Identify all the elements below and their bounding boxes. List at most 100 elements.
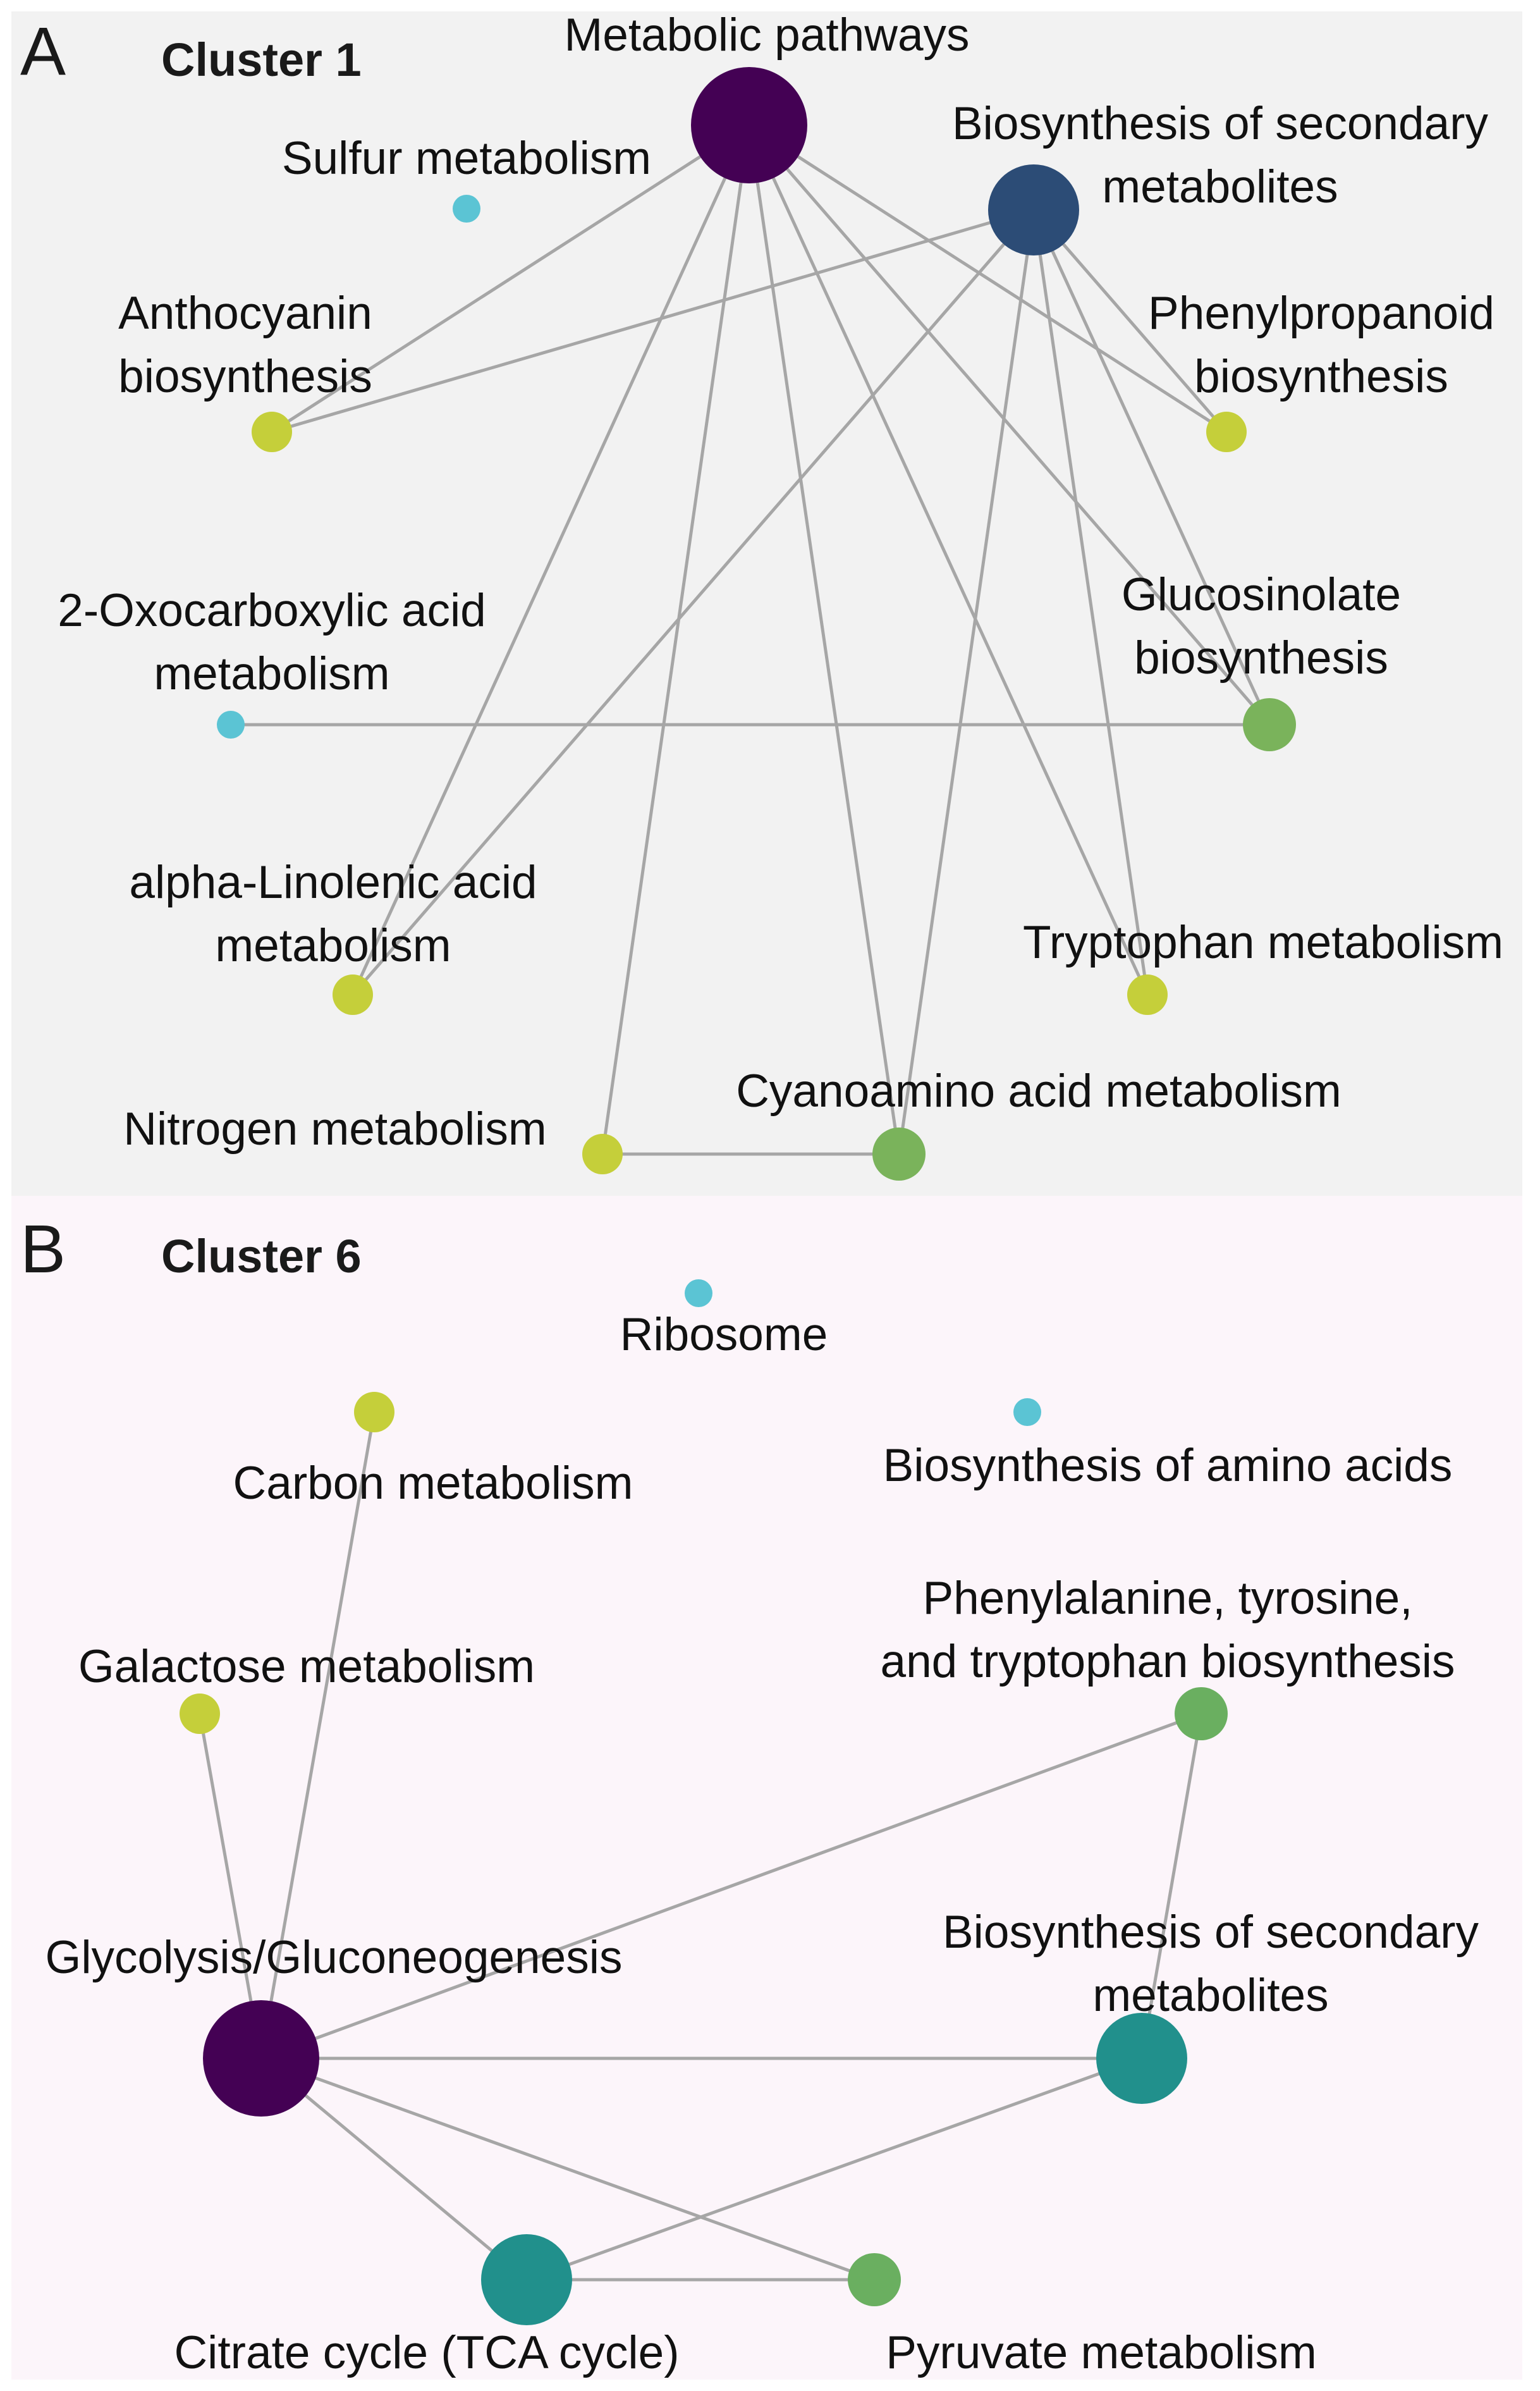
label-aminoacids: Biosynthesis of amino acids <box>883 1440 1453 1491</box>
panel-b-cluster-title: Cluster 6 <box>161 1230 362 1282</box>
label-galactose-line-1: Galactose metabolism <box>78 1641 535 1692</box>
panel-a-letter: A <box>20 13 66 89</box>
edge-glycolysis-galactose <box>198 1713 263 2059</box>
edge-metabolic-phenylprop <box>748 123 1228 434</box>
panel-b-edges <box>198 1411 1203 2282</box>
edge-metabolic-gluco <box>748 124 1271 726</box>
label-phenylprop-line-1: Phenylpropanoid <box>1148 288 1494 339</box>
label-sulfur-line-1: Sulfur metabolism <box>282 133 651 184</box>
label-phetyr-line-2: and tryptophan biosynthesis <box>880 1636 1455 1687</box>
node-tca <box>481 2234 572 2325</box>
label-sulfur: Sulfur metabolism <box>282 133 651 184</box>
label-carbon: Carbon metabolism <box>233 1458 633 1509</box>
label-phenylprop-line-2: biosynthesis <box>1194 351 1448 402</box>
label-metabolic: Metabolic pathways <box>564 9 969 61</box>
label-nitrogen-line-1: Nitrogen metabolism <box>123 1103 546 1155</box>
edge-metabolic-antho <box>271 123 750 434</box>
label-pyruvate: Pyruvate metabolism <box>886 2327 1317 2378</box>
panel-a-nodes <box>217 67 1296 1181</box>
edge-biosec-phenylprop <box>1032 209 1228 433</box>
edge-glycolysis-carbon <box>259 1411 376 2059</box>
node-glycolysis <box>203 2000 319 2117</box>
label-oxo-line-2: metabolism <box>154 648 389 699</box>
edge-biosec-linolenic <box>351 209 1035 996</box>
label-aminoacids-line-1: Biosynthesis of amino acids <box>883 1440 1453 1491</box>
edge-biosec-trypto <box>1032 209 1149 995</box>
label-gluco-line-1: Glucosinolate <box>1121 569 1401 620</box>
label-biosec6-line-2: metabolites <box>1092 1970 1328 2021</box>
node-linolenic <box>333 974 373 1015</box>
edge-metabolic-nitrogen <box>601 125 751 1155</box>
label-ribosome: Ribosome <box>620 1309 828 1360</box>
label-carbon-line-1: Carbon metabolism <box>233 1458 633 1509</box>
edge-glycolysis-phetyr <box>260 1712 1202 2060</box>
node-biosec6 <box>1096 2013 1187 2104</box>
label-antho-line-2: biosynthesis <box>118 351 372 402</box>
node-sulfur <box>453 195 480 223</box>
node-antho <box>252 412 292 452</box>
label-oxo-line-1: 2-Oxocarboxylic acid <box>58 585 486 636</box>
label-cyano-line-1: Cyanoamino acid metabolism <box>736 1066 1341 1117</box>
label-trypto-line-1: Tryptophan metabolism <box>1023 917 1503 968</box>
edge-metabolic-cyano <box>747 125 901 1155</box>
label-linolenic: alpha-Linolenic acid metabolism <box>129 857 537 971</box>
label-metabolic-line-1: Metabolic pathways <box>564 9 969 61</box>
edge-phetyr-biosec6 <box>1140 1713 1203 2059</box>
label-ribosome-line-1: Ribosome <box>620 1309 828 1360</box>
node-phetyr <box>1175 1687 1228 1740</box>
label-glycolysis: Glycolysis/Gluconeogenesis <box>46 1932 623 1983</box>
label-linolenic-line-1: alpha-Linolenic acid <box>129 857 537 908</box>
label-oxo: 2-Oxocarboxylic acid metabolism <box>58 585 486 699</box>
panel-a-edges <box>231 123 1271 1156</box>
panel-b-background <box>11 1196 1522 2380</box>
label-antho: Anthocyanin biosynthesis <box>118 288 372 402</box>
label-biosec6: Biosynthesis of secondary metabolites <box>943 1907 1479 2021</box>
edge-biosec-cyano <box>897 209 1036 1155</box>
node-trypto <box>1127 974 1168 1015</box>
label-trypto: Tryptophan metabolism <box>1023 917 1503 968</box>
node-gluco <box>1243 698 1296 751</box>
node-metabolic <box>691 67 807 183</box>
edge-biosec-antho <box>271 208 1034 434</box>
label-nitrogen: Nitrogen metabolism <box>123 1103 546 1155</box>
label-biosec-line-1: Biosynthesis of secondary <box>952 98 1489 149</box>
panel-a-background <box>11 11 1522 1196</box>
label-phenylprop: Phenylpropanoid biosynthesis <box>1148 288 1494 402</box>
node-pyruvate <box>848 2253 901 2306</box>
label-tca: Citrate cycle (TCA cycle) <box>174 2327 679 2378</box>
label-tca-line-1: Citrate cycle (TCA cycle) <box>174 2327 679 2378</box>
label-pyruvate-line-1: Pyruvate metabolism <box>886 2327 1317 2378</box>
label-biosec6-line-1: Biosynthesis of secondary <box>943 1907 1479 1958</box>
label-linolenic-line-2: metabolism <box>215 920 451 971</box>
edge-metabolic-linolenic <box>351 124 751 996</box>
node-oxo <box>217 711 245 739</box>
node-biosec <box>988 164 1079 255</box>
node-cyano <box>872 1128 926 1181</box>
label-cyano: Cyanoamino acid metabolism <box>736 1066 1341 1117</box>
label-galactose: Galactose metabolism <box>78 1641 535 1692</box>
edge-biosec6-tca <box>526 2056 1142 2282</box>
label-antho-line-1: Anthocyanin <box>118 288 372 339</box>
label-biosec-line-2: metabolites <box>1102 161 1338 212</box>
label-phetyr-line-1: Phenylalanine, tyrosine, <box>922 1573 1412 1624</box>
node-carbon <box>354 1392 394 1432</box>
edge-glycolysis-pyruvate <box>260 2056 875 2282</box>
label-biosec: Biosynthesis of secondary metabolites <box>952 98 1489 212</box>
node-phenylprop <box>1206 412 1247 452</box>
edge-metabolic-trypto <box>747 124 1149 996</box>
label-phetyr: Phenylalanine, tyrosine, and tryptophan b… <box>880 1573 1455 1687</box>
label-gluco: Glucosinolate biosynthesis <box>1121 569 1401 684</box>
edge-biosec-gluco <box>1032 209 1271 726</box>
node-galactose <box>180 1693 220 1734</box>
node-aminoacids <box>1013 1398 1041 1426</box>
label-glycolysis-line-1: Glycolysis/Gluconeogenesis <box>46 1932 623 1983</box>
label-gluco-line-2: biosynthesis <box>1134 632 1388 684</box>
panel-b-nodes <box>180 1279 1228 2325</box>
panel-a-cluster-title: Cluster 1 <box>161 34 362 86</box>
node-nitrogen <box>582 1134 623 1174</box>
